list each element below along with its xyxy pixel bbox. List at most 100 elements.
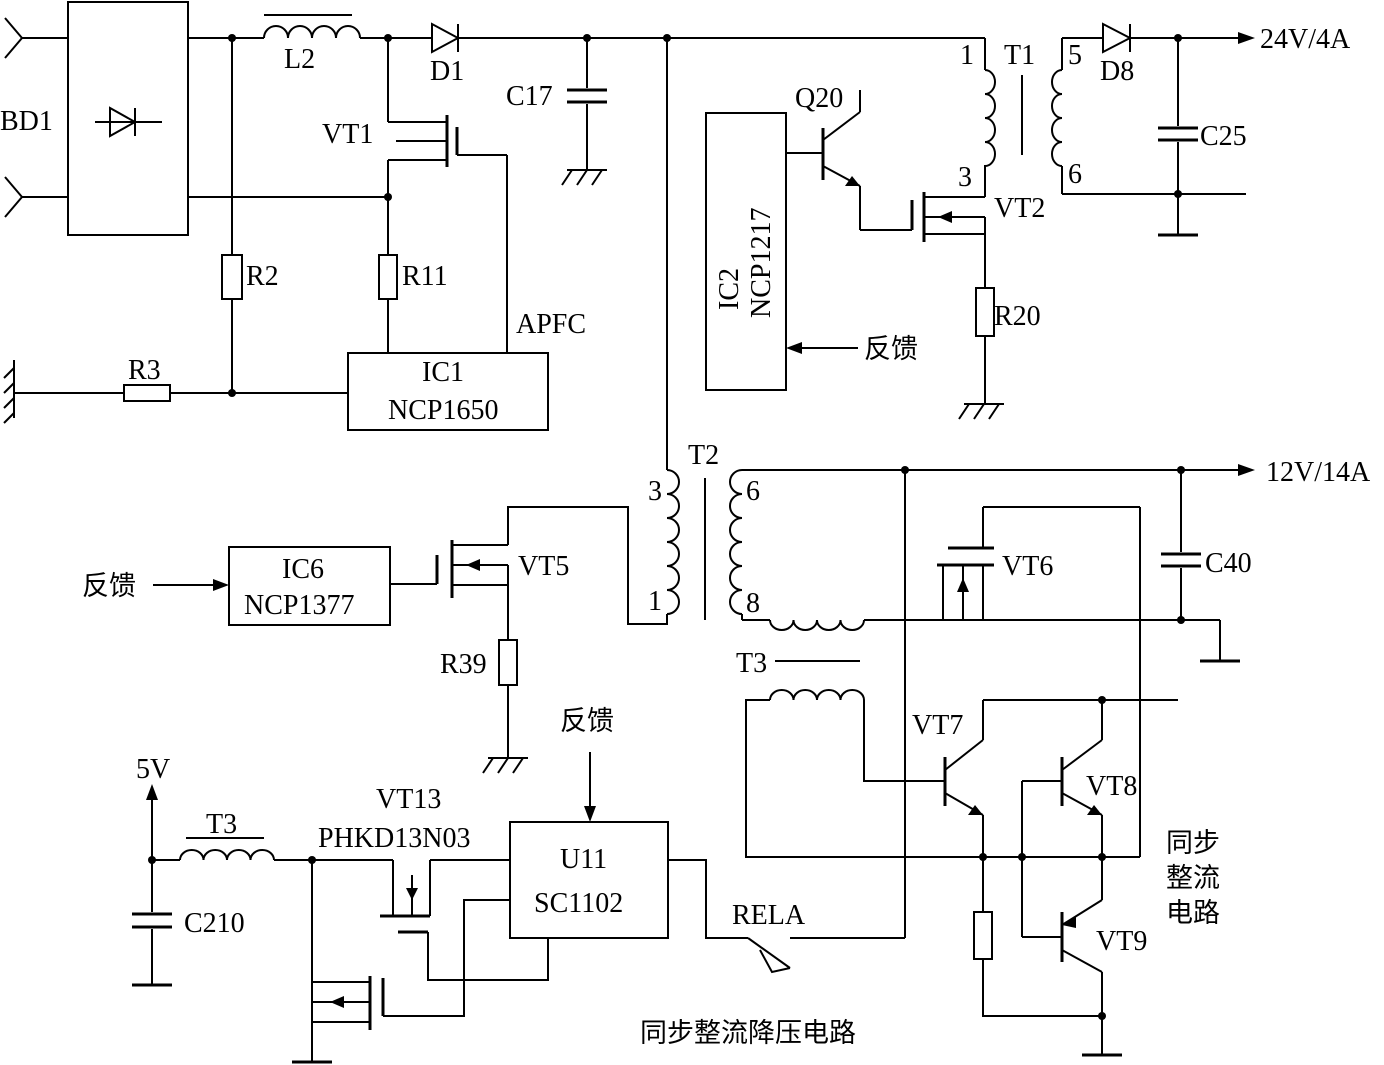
t1-pin-3: 3 (958, 162, 972, 193)
output-arrow-12v (1238, 464, 1255, 476)
capacitor-c25 (1158, 126, 1198, 142)
resistor-r39 (498, 639, 518, 686)
c40-label: C40 (1205, 548, 1252, 579)
junction-dots (148, 34, 1185, 1020)
rela-label: RELA (732, 900, 806, 931)
t1-pin-5: 5 (1068, 40, 1082, 71)
inductor-t3-secondary (769, 619, 865, 662)
r39-label: R39 (440, 649, 487, 680)
ground-c17 (561, 169, 607, 186)
output-arrow-24v (1238, 32, 1255, 44)
inductor-t3-drive (769, 689, 865, 701)
vt9-label: VT9 (1096, 926, 1147, 957)
d1-label: D1 (430, 56, 464, 87)
r2-label: R2 (246, 261, 279, 292)
transformer-t1 (984, 69, 1063, 167)
output-12v-label: 12V/14A (1266, 457, 1371, 488)
c25-label: C25 (1200, 121, 1247, 152)
t1-pin-6: 6 (1068, 159, 1082, 190)
t3-bottom-label: T3 (206, 809, 237, 840)
inductor-t3-output (179, 837, 275, 861)
ic2-name: IC2 (714, 268, 745, 310)
ic1-ncp1650 (347, 352, 549, 431)
t2-pin-1: 1 (648, 586, 662, 617)
caption: 同步整流降压电路 (640, 1018, 856, 1049)
ic2-part: NCP1217 (746, 208, 777, 318)
mosfet-vt13 (380, 859, 549, 981)
u11-part: SC1102 (534, 888, 623, 919)
ac-input-terminals (4, 17, 68, 218)
t1-name: T1 (1004, 40, 1035, 71)
d8-label: D8 (1100, 56, 1134, 87)
vt5-label: VT5 (518, 551, 569, 582)
t1-pin-1: 1 (960, 40, 974, 71)
ic1-name: IC1 (422, 357, 464, 388)
rela-connector (747, 937, 791, 974)
mosfet-low-side (312, 899, 510, 1030)
bd1-label: BD1 (0, 106, 53, 137)
feedback-arrow-ic6 (213, 579, 229, 591)
vt13-label: VT13 (376, 784, 441, 815)
mosfet-vt1 (396, 115, 508, 353)
c17-label: C17 (506, 81, 553, 112)
inductor-l2 (263, 14, 361, 39)
output-5v-label: 5V (136, 754, 170, 785)
r11-label: R11 (402, 261, 448, 292)
transformer-t2 (666, 469, 743, 620)
transistor-q20 (821, 90, 912, 231)
resistor-r2 (221, 254, 243, 300)
ic6-ncp1377 (228, 546, 391, 626)
sync-rect-label-line2: 整流 (1166, 863, 1220, 894)
c210-label: C210 (184, 908, 245, 939)
vt1-label: VT1 (322, 119, 373, 150)
vt7-label: VT7 (912, 710, 963, 741)
resistor-r11 (378, 254, 398, 300)
mosfet-vt5 (435, 540, 509, 640)
diode-d1 (431, 22, 461, 54)
vt8-label: VT8 (1086, 771, 1137, 802)
t2-pin-8: 8 (746, 588, 760, 619)
l2-label: L2 (284, 44, 315, 75)
apfc-label: APFC (516, 309, 586, 340)
mosfet-vt2 (910, 165, 986, 288)
capacitor-c17 (567, 88, 607, 104)
feedback-arrow-ic2 (786, 342, 802, 354)
t2-pin-6: 6 (746, 476, 760, 507)
t2-name: T2 (688, 440, 719, 471)
ic2-ncp1217 (705, 112, 787, 391)
mosfet-vt6 (937, 506, 1141, 857)
t3-top-label: T3 (736, 648, 767, 679)
sync-rect-label-line1: 同步 (1166, 828, 1220, 859)
resistor-r20 (975, 287, 995, 337)
capacitor-c40 (1161, 552, 1201, 568)
ic1-part: NCP1650 (388, 395, 498, 426)
transistor-vt7 (943, 699, 1178, 912)
ic6-part: NCP1377 (244, 590, 354, 621)
vt6-label: VT6 (1002, 551, 1053, 582)
resistor-vt-bias (973, 911, 993, 960)
feedback-label-ic2: 反馈 (864, 334, 918, 365)
bridge-rectifier-bd1 (67, 1, 189, 236)
ground-input-r3 (3, 360, 15, 424)
transistor-vt9 (1060, 899, 1103, 1055)
ic6-name: IC6 (282, 554, 324, 585)
feedback-label-u11: 反馈 (560, 706, 614, 737)
vt13-part-label: PHKD13N03 (318, 823, 470, 854)
vt2-label: VT2 (994, 193, 1045, 224)
transistor-vt8 (1060, 700, 1103, 900)
output-24v-label: 24V/4A (1260, 24, 1351, 55)
diode-d8 (1102, 22, 1133, 54)
ground-r20 (958, 403, 1004, 420)
r20-label: R20 (994, 301, 1041, 332)
capacitor-c210 (132, 912, 172, 929)
resistor-r3 (123, 384, 171, 402)
feedback-arrow-u11 (584, 806, 596, 822)
output-arrow-5v (146, 784, 158, 800)
u11-name: U11 (560, 844, 607, 875)
r3-label: R3 (128, 355, 161, 386)
feedback-label-ic6: 反馈 (82, 571, 136, 602)
q20-label: Q20 (795, 83, 843, 114)
ic-u11-sc1102 (509, 821, 669, 939)
ground-r39 (482, 757, 528, 774)
